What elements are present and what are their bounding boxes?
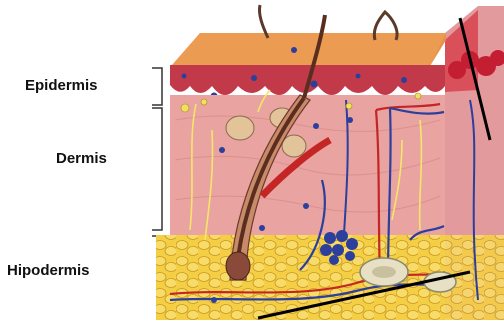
epidermis-bracket [152, 68, 162, 105]
skin-block-side [445, 6, 504, 320]
dermis-bracket [152, 108, 162, 230]
